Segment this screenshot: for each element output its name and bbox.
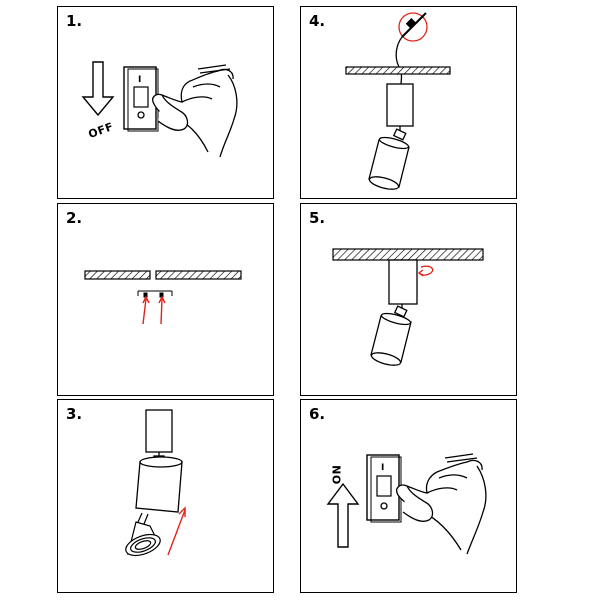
- bulb-icon: [125, 512, 161, 557]
- wire-connector: [137, 290, 173, 298]
- step-number: 2.: [66, 209, 83, 227]
- arrow-up-icon: [142, 295, 166, 325]
- step-number: 3.: [66, 405, 83, 423]
- step-1-illustration: I: [81, 61, 238, 158]
- step-5-panel: 5.: [300, 203, 517, 396]
- step-6-panel: 6. I ON: [300, 399, 517, 593]
- hand-icon: [396, 453, 487, 555]
- svg-text:I: I: [381, 463, 384, 473]
- step-1-panel: 1. I OFF: [57, 6, 274, 199]
- step-number: 4.: [309, 12, 326, 30]
- step-3-panel: 3.: [57, 399, 274, 593]
- step-number: 5.: [309, 209, 326, 227]
- arrow-up-icon: [326, 482, 360, 548]
- light-switch-icon: I: [366, 454, 402, 523]
- step-number: 6.: [309, 405, 326, 423]
- step-4-panel: 4.: [300, 6, 517, 199]
- insert-arrow-icon: [167, 506, 186, 556]
- step-number: 1.: [66, 12, 83, 30]
- rotate-arrow-icon: [417, 265, 434, 277]
- spotlight-icon: [370, 259, 418, 366]
- step-5-illustration: [332, 248, 484, 366]
- step-2-illustration: [84, 270, 242, 325]
- spotlight-icon: [135, 409, 183, 513]
- spotlight-icon: [368, 83, 414, 190]
- step-3-illustration: [125, 409, 186, 557]
- step-4-illustration: [345, 12, 451, 190]
- svg-text:I: I: [138, 75, 141, 85]
- arrow-down-icon: [81, 61, 115, 117]
- on-label: ON: [330, 464, 344, 485]
- step-2-panel: 2.: [57, 203, 274, 396]
- step-6-illustration: I: [326, 453, 487, 555]
- hand-icon: [152, 64, 238, 158]
